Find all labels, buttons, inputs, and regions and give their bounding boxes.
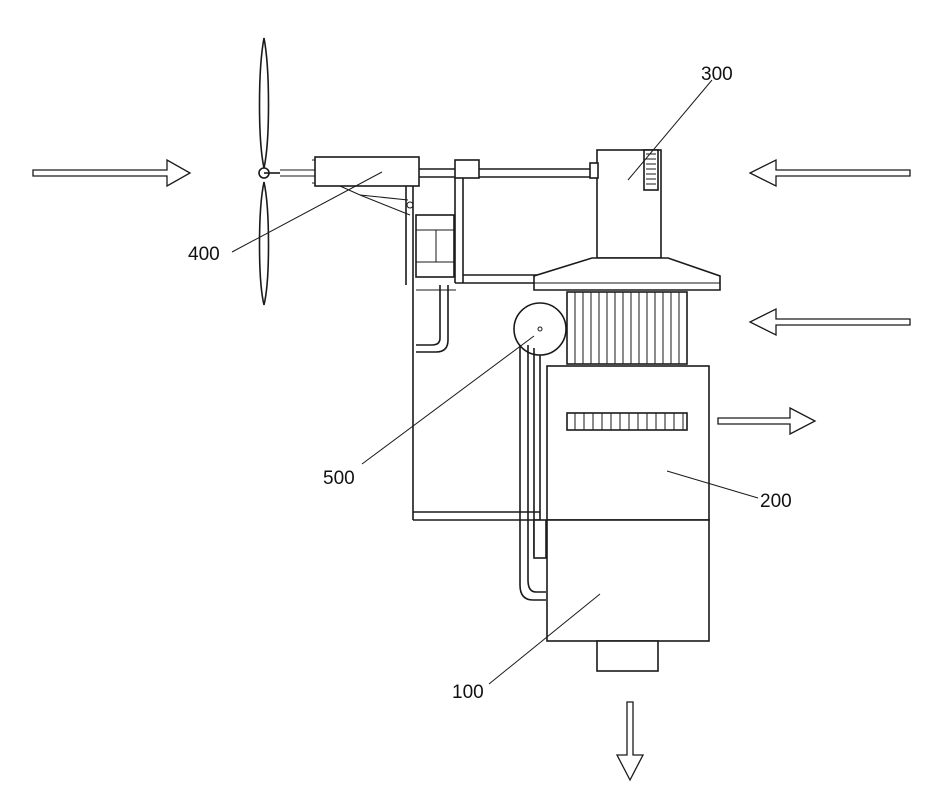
ref-label-400: 400	[188, 244, 220, 265]
outflow-arrow-down	[617, 702, 643, 780]
ref-label-500: 500	[323, 468, 355, 489]
ref-label-100: 100	[452, 682, 484, 703]
inflow-arrow-left	[33, 160, 190, 186]
outflow-arrow-right	[718, 408, 815, 434]
turbine-rotor	[259, 38, 315, 305]
unit-300	[590, 150, 661, 258]
hood-cap	[534, 258, 720, 290]
linkage	[340, 186, 413, 215]
finned-section	[567, 292, 687, 364]
unit-200	[547, 366, 709, 520]
generator-400	[312, 157, 419, 186]
coil-icon	[644, 150, 658, 190]
inflow-arrow-right-mid	[750, 309, 910, 335]
inflow-arrow-right-top	[750, 160, 910, 186]
ref-label-300: 300	[701, 64, 733, 85]
horizontal-shaft	[419, 169, 590, 177]
unit-100	[547, 520, 709, 671]
ref-label-200: 200	[760, 491, 792, 512]
